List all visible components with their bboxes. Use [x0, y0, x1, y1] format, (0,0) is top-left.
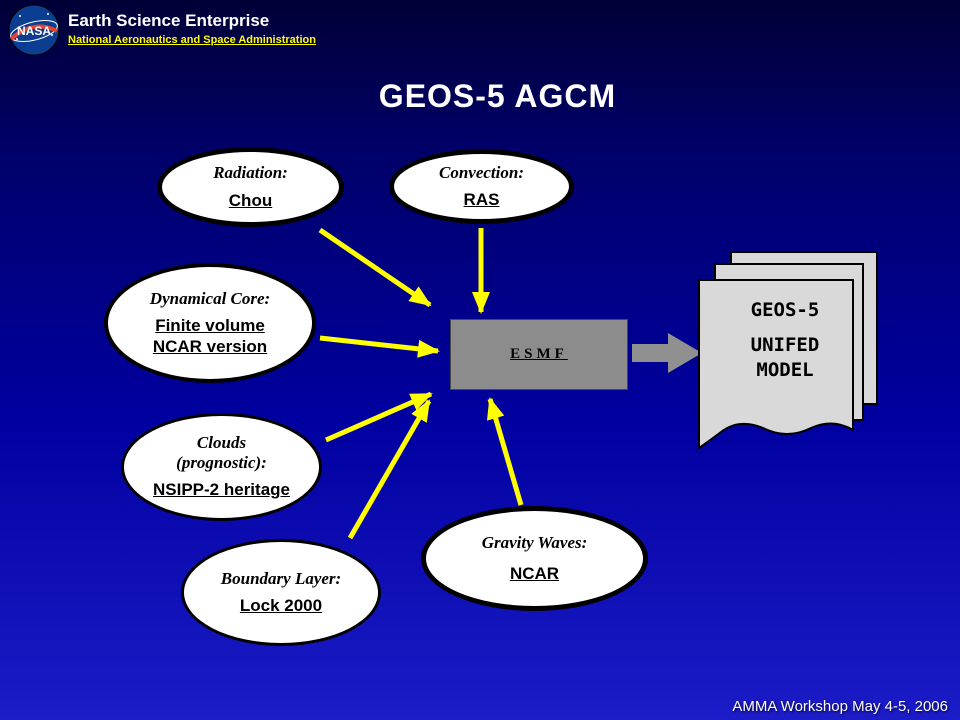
node-radiation-value: Chou [228, 190, 273, 210]
page-title: GEOS-5 AGCM [378, 78, 617, 114]
node-dynamical-core-value-line1: Finite volume [155, 316, 265, 336]
footer-caption: AMMA Workshop May 4-5, 2006 [732, 698, 948, 715]
arrow-esmf-to-model [632, 333, 702, 373]
node-gravity-waves-value: NCAR [509, 564, 560, 584]
arrow-radiation-to-esmf [318, 227, 432, 308]
node-dynamical-core: Dynamical Core: Finite volume NCAR versi… [104, 263, 316, 383]
node-radiation: Radiation: Chou [157, 147, 344, 227]
node-clouds: Clouds (prognostic): NSIPP-2 heritage [121, 413, 322, 521]
org-subtitle: National Aeronautics and Space Administr… [68, 34, 316, 47]
arrow-clouds-to-esmf [324, 391, 433, 443]
node-boundary-layer-value: Lock 2000 [239, 596, 323, 616]
node-radiation-label: Radiation: [213, 163, 288, 183]
output-model-line3: MODEL [756, 359, 814, 382]
arrow-boundary-layer-to-esmf [347, 399, 432, 540]
output-model-line2: UNIFED [750, 333, 820, 356]
arrow-gravity-waves-to-esmf [486, 397, 524, 506]
header-text: Earth Science Enterprise National Aerona… [68, 4, 316, 46]
node-boundary-layer: Boundary Layer: Lock 2000 [181, 539, 381, 646]
esmf-label: ESMF [510, 346, 568, 362]
arrow-dynamical-core-to-esmf [319, 335, 440, 358]
node-clouds-value: NSIPP-2 heritage [153, 480, 290, 500]
node-clouds-label-line1: Clouds [196, 433, 247, 453]
node-dynamical-core-value: Finite volume NCAR version [153, 316, 267, 357]
org-title: Earth Science Enterprise [68, 11, 270, 30]
node-convection-value: RAS [463, 190, 500, 210]
output-document-stack-icon [698, 251, 878, 450]
output-model-text: GEOS-5 UNIFED MODEL [712, 298, 858, 384]
header: NASA Earth Science Enterprise National A… [8, 4, 316, 56]
nasa-logo-text: NASA [17, 24, 51, 38]
node-clouds-label: Clouds (prognostic): [176, 433, 267, 472]
node-boundary-layer-label: Boundary Layer: [220, 568, 342, 588]
node-dynamical-core-label: Dynamical Core: [149, 288, 271, 308]
front-page [698, 279, 854, 450]
node-convection-label: Convection: [439, 162, 524, 182]
node-convection: Convection: RAS [389, 149, 574, 224]
node-gravity-waves: Gravity Waves: NCAR [421, 506, 648, 611]
esmf-box: ESMF [450, 319, 628, 390]
node-dynamical-core-value-line2: NCAR version [152, 336, 268, 356]
nasa-logo-icon: NASA [8, 4, 60, 56]
node-clouds-label-line2: (prognostic): [176, 452, 267, 472]
node-gravity-waves-label: Gravity Waves: [481, 532, 588, 552]
output-model-line1: GEOS-5 [750, 299, 820, 321]
